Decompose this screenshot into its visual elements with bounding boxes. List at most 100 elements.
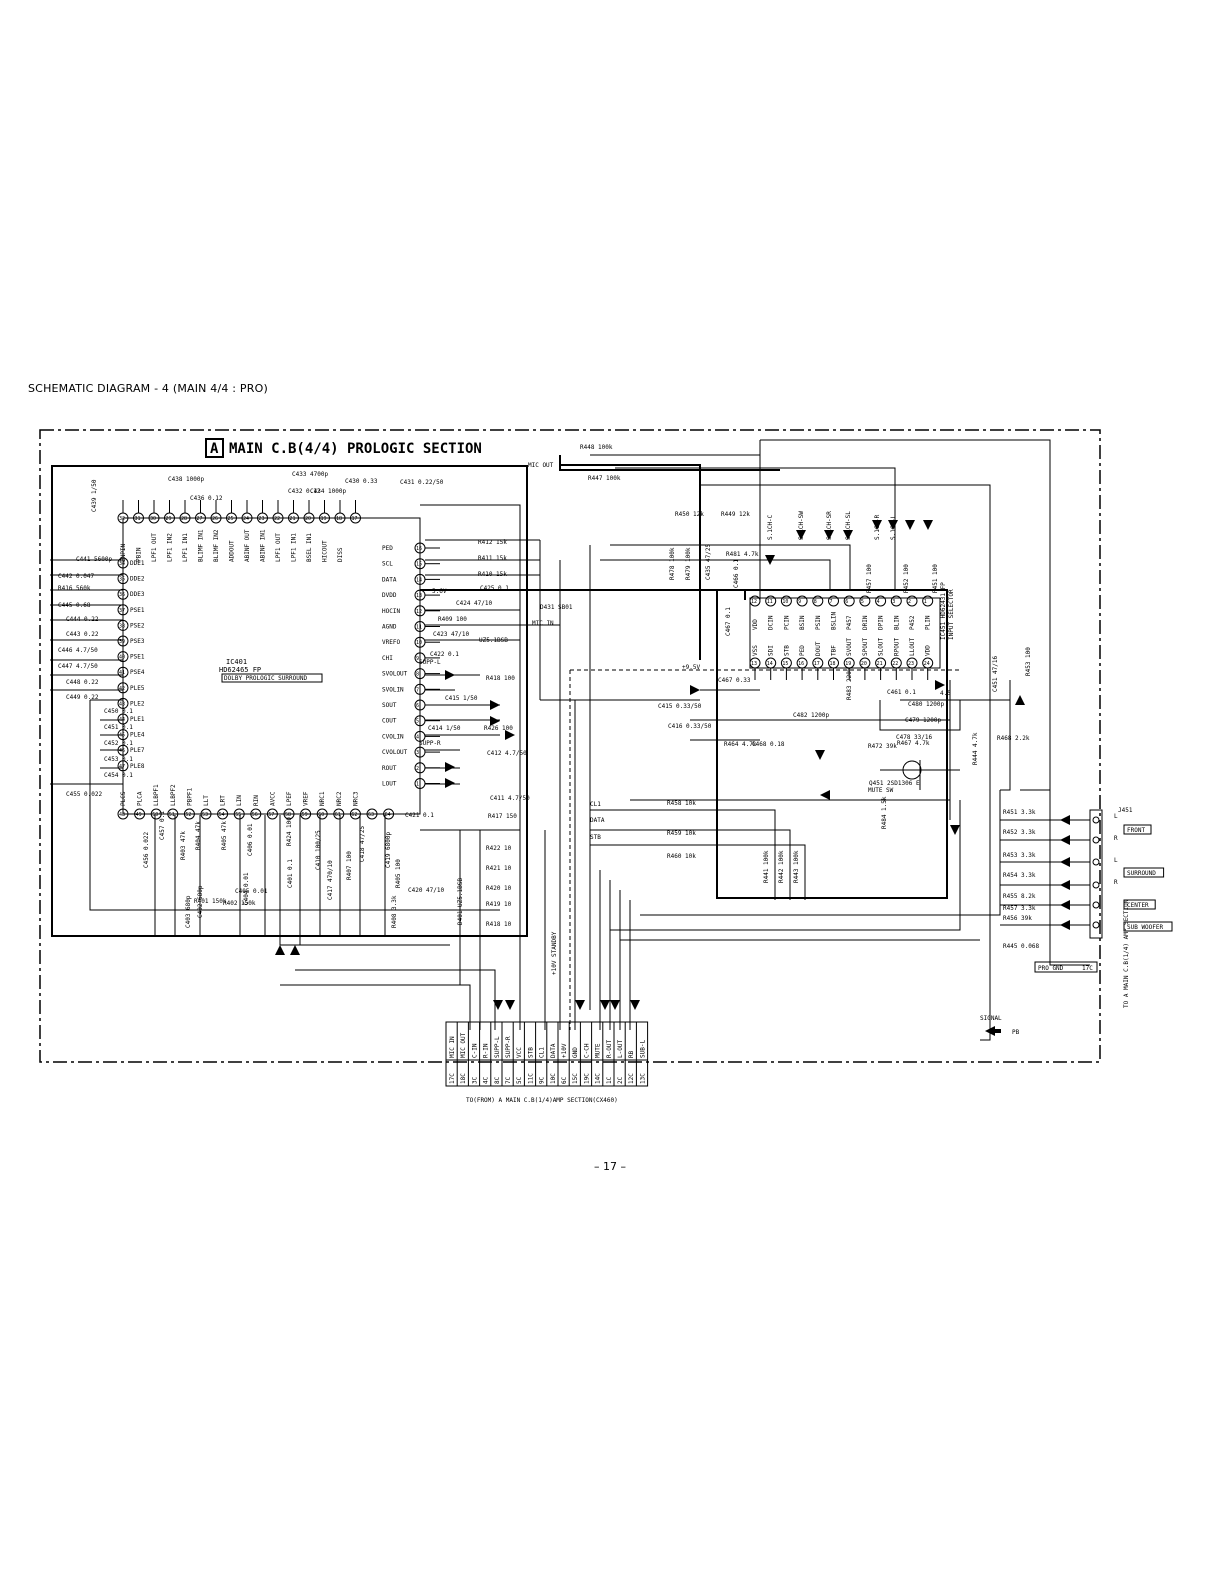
pin-number: 17 [352,516,358,522]
component-label: UZ5.1BSB [479,637,508,644]
pin-label: PSE3 [130,638,145,645]
pin-label: PBIN [136,547,143,562]
pin-label: LIN [236,795,243,806]
pin-label: ADDOUT [229,540,236,562]
component-label: R464 4.7k [724,741,757,748]
pin-label: CVOLIN [382,733,404,740]
pin-ic401-34 [117,557,129,569]
connector-pin-number: 6C [561,1076,568,1084]
wiring [50,439,1090,1041]
pin-label: AGND [382,624,397,631]
pin-label: VREFO [382,639,400,646]
pin-label: LPEF [286,791,293,806]
component-label: R449 12k [721,511,750,518]
pin-label: P457 [846,615,853,630]
pin-number: 56 [252,812,258,818]
component-label: SUPP-L [419,659,441,666]
connector-pin-number: 10C [550,1073,557,1084]
pin-number: 2 [416,766,419,772]
component-label: C457 0.1 [159,811,166,840]
pin-number: 9 [416,656,419,662]
component-label: C402 680p [197,885,204,918]
pin-label: DISS [337,547,344,562]
pin-ic451-6 [843,595,855,607]
pin-label: LPF1 IN1 [291,533,298,562]
input-label: S.1CH-SR [826,511,833,540]
jack-label-box [1123,921,1173,932]
component-label: C418 47/25 [359,825,366,862]
pin-label: PED [799,645,806,656]
pin-label: BSEL IN1 [306,533,313,562]
pin-number: 10 [416,640,422,646]
pin-ic401-53 [200,808,212,820]
component-label: R409 100 [438,616,467,623]
component-label: C466 0.1 [733,559,740,588]
pin-number: 31 [135,516,141,522]
pin-number: 15 [782,661,788,667]
component-label: C435 47/25 [705,543,712,580]
jack-label: SUB WOOFER [1127,924,1164,931]
component-label: C452 0.1 [104,740,133,747]
pin-ic401-60 [316,808,328,820]
pin-label: ABINF IN1 [260,529,267,562]
component-label: R419 10 [486,901,512,908]
pin-number: 16 [416,546,422,552]
pin-ic451-2 [906,595,918,607]
component-label: C404 0.01 [243,872,250,905]
section-badge-box [205,438,224,458]
component-label: R403 47k [180,831,187,860]
component-label: R408 3.3k [391,895,398,928]
pin-label: PLE5 [130,685,145,692]
pin-number: 29 [166,516,172,522]
connector-pin-name: SUPP-R [505,1036,512,1058]
input-label: S.1CH-SL [845,511,852,540]
pin-label: DDE3 [130,591,145,598]
component-label: C442 0.047 [58,573,95,580]
pin-label: BLIMF IN2 [213,529,220,562]
connector-pin-name: R-OUT [606,1040,613,1058]
component-label: C406 0.01 [247,823,254,856]
component-label: C420 47/10 [408,887,445,894]
pin-ic401-41 [117,666,129,678]
pin-label: DCIN [768,615,775,630]
connector-pin-number: 4C [483,1076,490,1084]
pin-label: LPF1 IN1 [182,533,189,562]
pin-number: 43 [119,701,125,707]
pin-label: BLIN [893,615,900,630]
connector-pin-name: STB [527,1047,534,1058]
component-label: C416 0.33/50 [668,723,712,730]
pin-label: LLT [203,795,210,806]
pin-number: 41 [119,670,125,676]
component-label: DATA [590,817,605,824]
component-label: R478 100k [669,547,676,580]
pin-label: INPIN [120,544,127,562]
pin-number: 10 [782,599,788,605]
connector-pin-number: 18C [460,1073,467,1084]
pin-number: 47 [119,764,125,770]
pin-ic401-43 [117,697,129,709]
component-label: 4.5 [940,690,951,697]
pin-label: DOUT [815,641,822,656]
pin-number: 11 [416,625,422,631]
jack-resistor-label: R445 0.068 [1003,943,1040,950]
pin-number: 12 [751,599,757,605]
pin-number: 25 [228,516,234,522]
component-label: R453 100 [1025,647,1032,676]
ic451-body [749,597,941,669]
ic451-block-border [716,589,948,899]
jack-channel: R [1114,879,1118,886]
pin-ic401-51 [167,808,179,820]
pin-number: 51 [169,812,175,818]
jack-resistor-label: R457 3.3k [1003,905,1036,912]
pin-number: 1 [924,599,927,605]
pin-ic401-58 [283,808,295,820]
pin-ic451-1 [922,595,934,607]
pin-ic401-50 [150,808,162,820]
pin-number: 36 [119,592,125,598]
connector-pin-name: MUTE [595,1043,602,1058]
component-label: C450 0.1 [104,708,133,715]
